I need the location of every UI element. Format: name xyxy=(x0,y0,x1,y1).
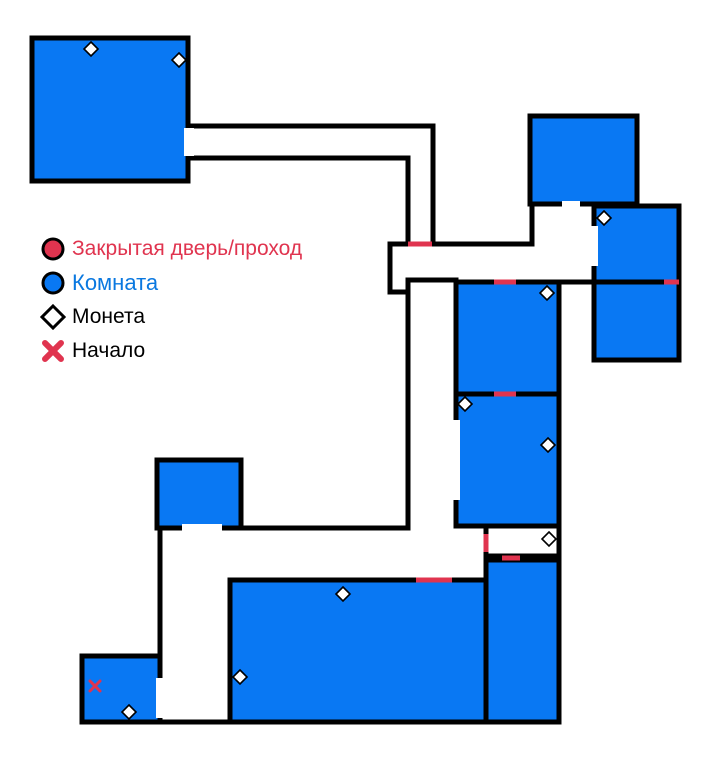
coin-diamond-icon xyxy=(538,284,556,302)
coin-diamond-icon xyxy=(334,585,352,603)
coin-diamond-icon xyxy=(595,209,613,227)
red-cross-icon xyxy=(42,340,64,362)
coin-diamond-icon xyxy=(456,395,474,413)
open-passages xyxy=(156,128,598,718)
room-east-middle xyxy=(453,391,562,529)
coin-diamond-icon xyxy=(170,51,188,69)
legend-start-label: Начало xyxy=(72,339,146,362)
coin-diamond-icon xyxy=(540,530,558,548)
room-southeast xyxy=(483,557,562,725)
legend-closed: Закрытая дверь/проход xyxy=(40,232,302,266)
legend-start: Начало xyxy=(40,334,302,368)
room-northeast-top xyxy=(527,113,640,207)
coin-diamond-icon xyxy=(231,668,249,686)
legend-room-label: Комната xyxy=(72,270,159,295)
legend-coin: Монета xyxy=(40,300,302,334)
room-south-large xyxy=(227,577,489,725)
coin-diamond-icon xyxy=(120,703,138,721)
legend-room: Комната xyxy=(40,266,302,300)
rooms xyxy=(29,35,682,725)
coin-diamond-icon xyxy=(82,40,100,58)
closed-doors xyxy=(408,241,679,583)
corridor-north xyxy=(185,123,436,247)
start-cross-icon xyxy=(88,679,102,693)
diamond-icon xyxy=(40,304,66,330)
coins xyxy=(82,40,613,721)
coin-diamond-icon xyxy=(539,436,557,454)
room-southwest-small xyxy=(154,457,244,531)
blue-circle-icon xyxy=(41,271,65,295)
red-circle-icon xyxy=(41,237,65,261)
room-east-upper xyxy=(453,279,562,397)
legend: Закрытая дверь/проход Комната Монета Нач… xyxy=(40,232,302,368)
room-northwest xyxy=(29,35,191,184)
legend-closed-label: Закрытая дверь/проход xyxy=(72,237,303,260)
legend-coin-label: Монета xyxy=(72,305,146,328)
